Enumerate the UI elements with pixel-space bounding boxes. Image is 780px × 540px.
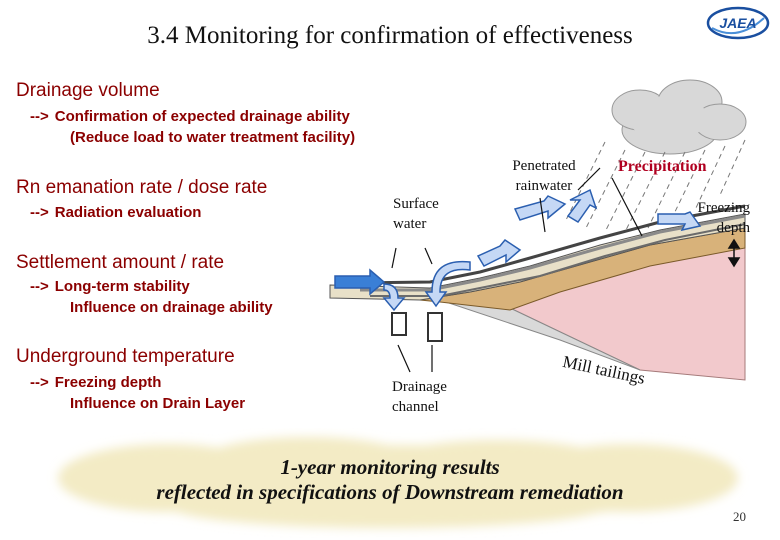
freezing-depth-arrow [727,238,741,268]
pointer-lines [391,167,643,373]
result-cloud [58,437,738,528]
arrow-glyph: --> [30,278,49,295]
water-arrows [334,188,702,312]
arrow-glyph: --> [30,374,49,391]
result-text: 1-year monitoring results reflected in s… [80,455,700,505]
arrow-glyph: --> [30,108,49,125]
detail-settlement-1: -->Long-term stability [30,278,190,295]
page-number: 20 [733,509,746,524]
slide-title: 3.4 Monitoring for confirmation of effec… [147,22,633,49]
logo-text: JAEA [719,15,756,31]
detail-temp-1: -->Freezing depth [30,374,162,391]
jaea-logo: JAEA [706,6,770,40]
detail-drainage-2: (Reduce load to water treatment facility… [70,129,356,146]
detail-rn-1: -->Radiation evaluation [30,204,202,221]
label-drainage-channel: Drainage channel [392,379,447,415]
label-penetrated-rainwater: Penetrated rainwater [512,158,576,194]
label-surface-water: Surface water [393,196,439,232]
rain-lines [564,139,746,233]
detail-temp-2: Influence on Drain Layer [70,395,246,412]
heading-drainage-volume: Drainage volume [16,80,160,101]
label-freezing-depth: Freezing depth [697,200,750,236]
detail-settlement-2: Influence on drainage ability [70,299,273,316]
rain-cloud-icon [611,79,747,155]
heading-underground-temp: Underground temperature [16,346,235,367]
heading-settlement: Settlement amount / rate [16,252,225,273]
drainage-channel-2 [427,312,443,342]
heading-rn-emanation: Rn emanation rate / dose rate [16,177,268,198]
drainage-channel-1 [391,312,407,336]
result-line-2: reflected in specifications of Downstrea… [156,480,624,504]
arrow-glyph: --> [30,204,49,221]
result-line-1: 1-year monitoring results [280,455,500,479]
label-precipitation: Precipitation [618,158,707,175]
detail-drainage-1: -->Confirmation of expected drainage abi… [30,108,350,125]
